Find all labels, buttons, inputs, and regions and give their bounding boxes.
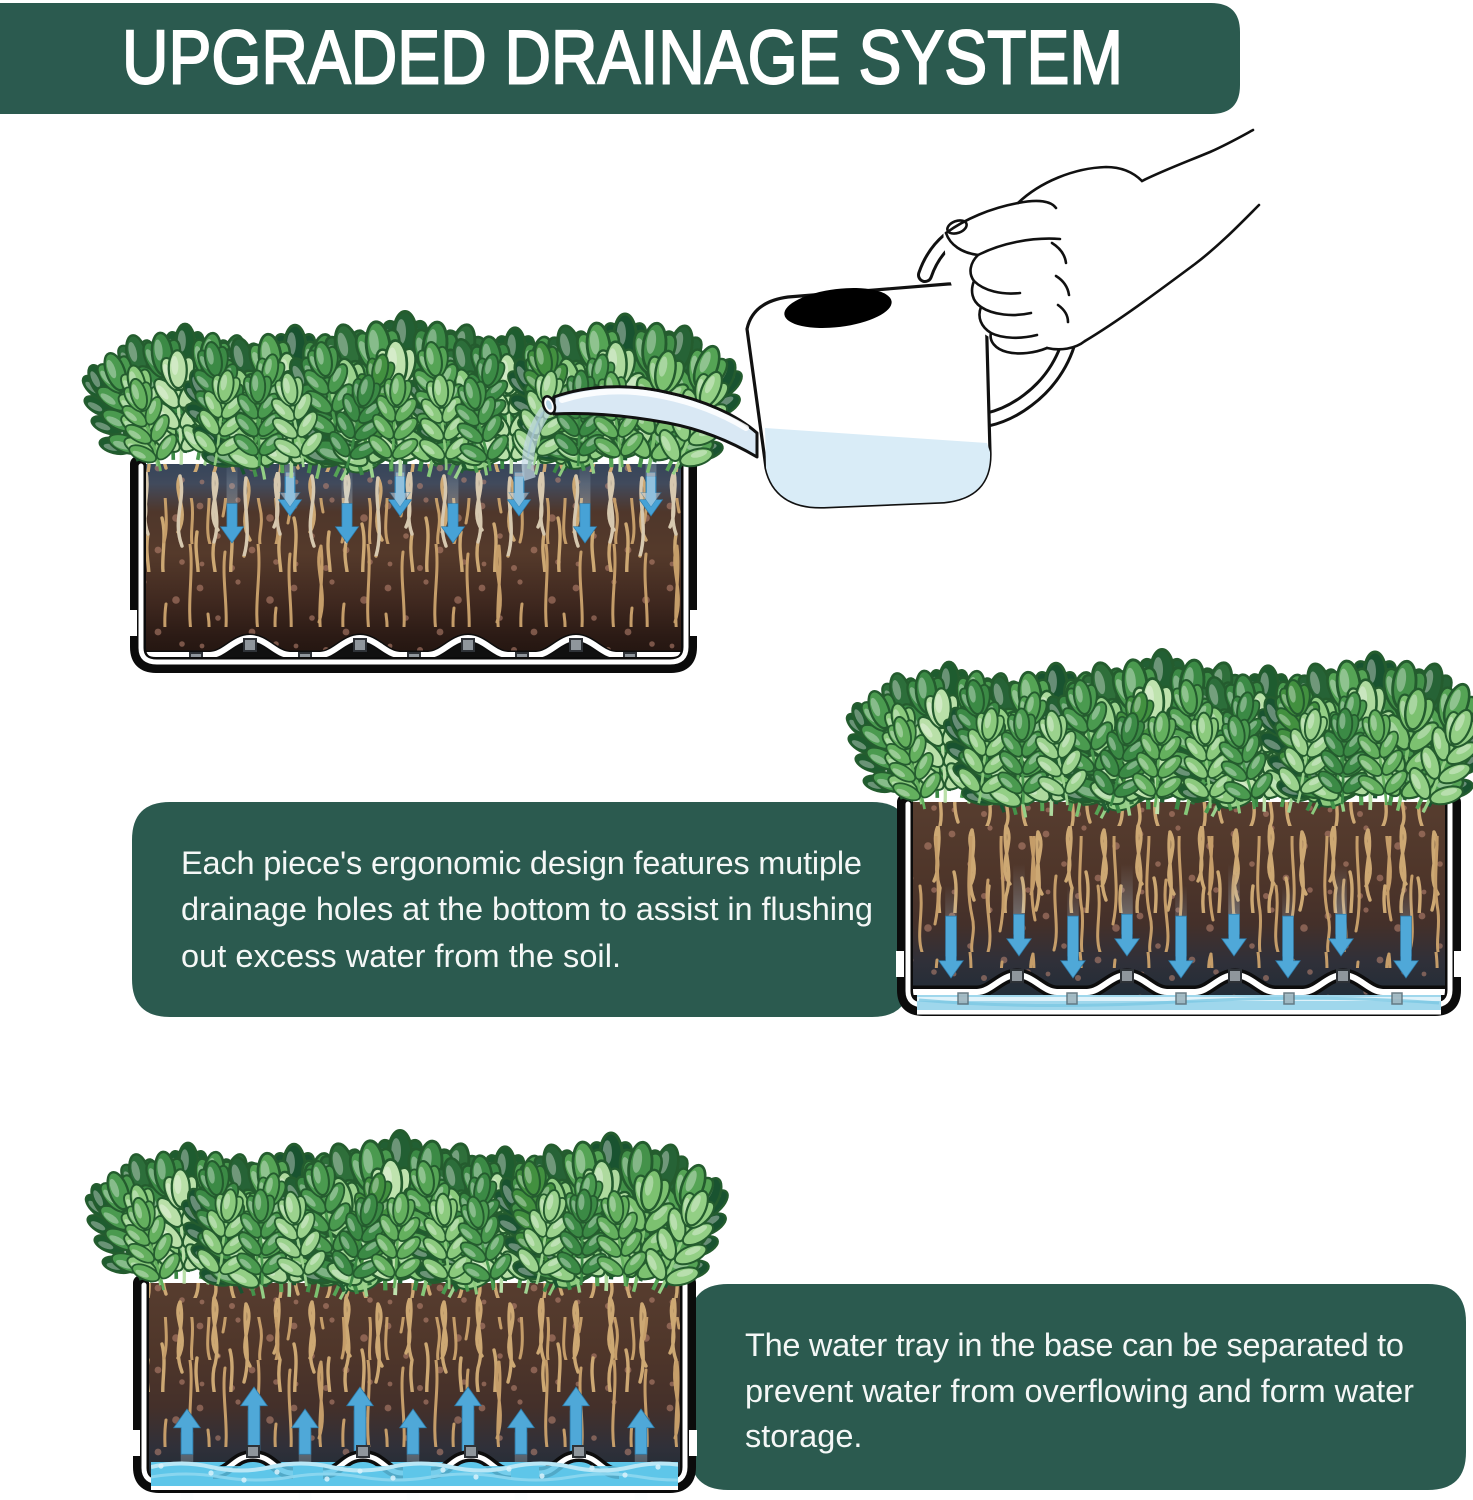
svg-text:drainage holes at the bottom t: drainage holes at the bottom to assist i… <box>181 891 873 927</box>
svg-text:UPGRADED DRAINAGE SYSTEM: UPGRADED DRAINAGE SYSTEM <box>122 16 1123 101</box>
svg-text:Each piece's ergonomic design: Each piece's ergonomic design features m… <box>181 845 862 881</box>
svg-text:The water tray in the base can: The water tray in the base can be separa… <box>745 1327 1404 1363</box>
svg-text:out excess water from the soil: out excess water from the soil. <box>181 938 621 974</box>
svg-text:storage.: storage. <box>745 1418 862 1454</box>
svg-text:prevent water from overflowing: prevent water from overflowing and form … <box>745 1373 1414 1409</box>
